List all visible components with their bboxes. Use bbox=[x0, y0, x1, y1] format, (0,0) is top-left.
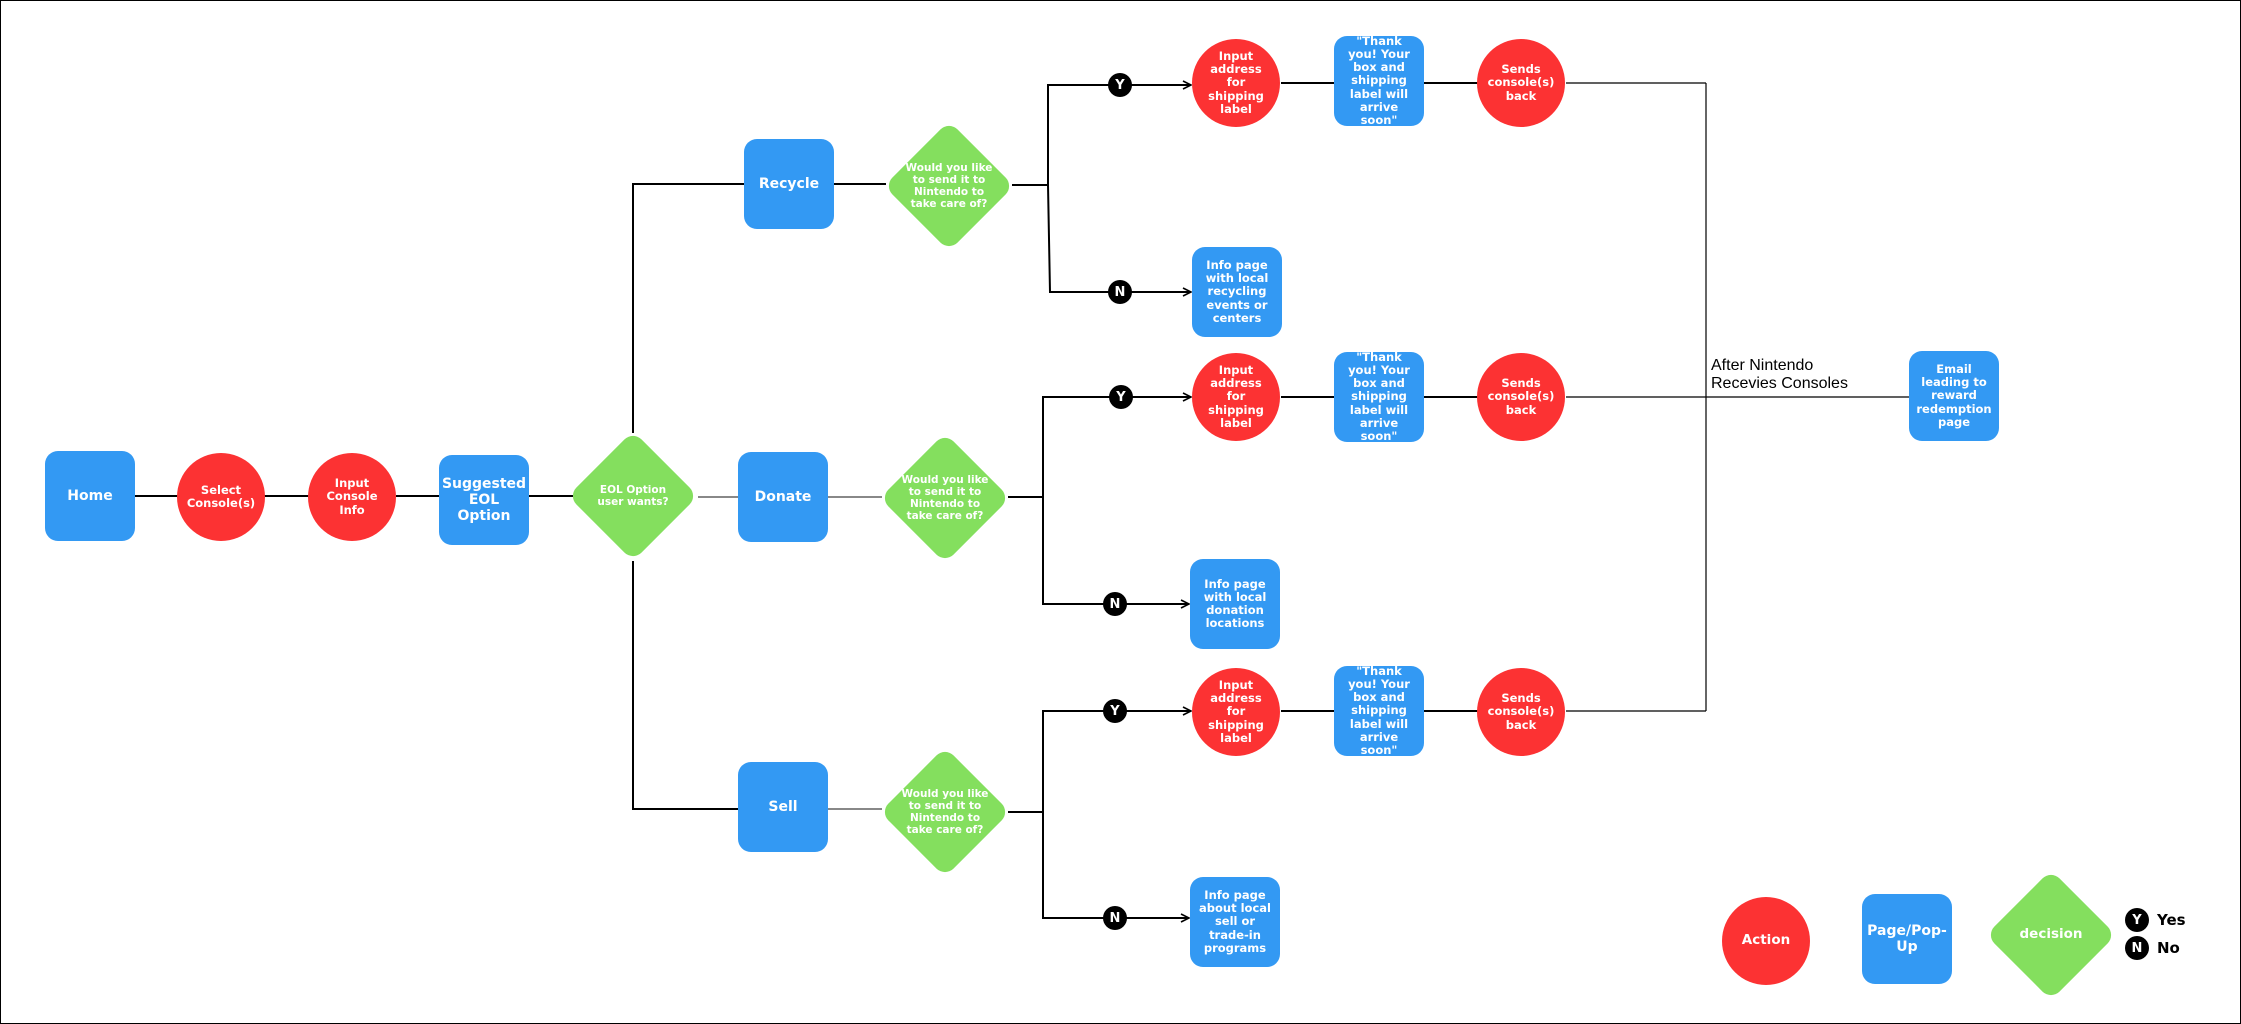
legend-yes-label: Yes bbox=[2157, 911, 2186, 929]
sell-sends-back-action: Sends console(s) back bbox=[1477, 668, 1565, 756]
info-page-label: Info page about local sell or trade-in p… bbox=[1199, 887, 1271, 955]
input-console-info-action: Input Console Info bbox=[308, 453, 396, 541]
input-console-info-label: Input Console Info bbox=[326, 476, 378, 517]
sell-input-address-action: Input address for shipping label bbox=[1192, 668, 1280, 756]
sell-page: Sell bbox=[738, 762, 828, 852]
eol-option-decision: EOL Option user wants? bbox=[567, 430, 699, 562]
sell-yes-badge: Y bbox=[1103, 699, 1127, 723]
sell-question-decision: Would you like to send it to Nintendo to… bbox=[879, 746, 1011, 878]
donate-question-decision: Would you like to send it to Nintendo to… bbox=[879, 432, 1011, 564]
legend-no-label: No bbox=[2157, 939, 2180, 957]
sell-no-badge: N bbox=[1103, 906, 1127, 930]
recycle-sends-back-action: Sends console(s) back bbox=[1477, 39, 1565, 127]
legend-decision: decision bbox=[1985, 869, 2117, 1001]
sends-back-label: Sends console(s) back bbox=[1487, 62, 1555, 103]
legend-yes-badge: Y bbox=[2125, 908, 2149, 932]
legend-action: Action bbox=[1722, 897, 1810, 985]
eol-option-question: EOL Option user wants? bbox=[597, 483, 669, 508]
recycle-input-address-action: Input address for shipping label bbox=[1192, 39, 1280, 127]
email-reward-page: Email leading to reward redemption page bbox=[1909, 351, 1999, 441]
sell-thank-you-popup: "Thank you! Your box and shipping label … bbox=[1334, 663, 1424, 758]
donate-info-page: Info page with local donation locations bbox=[1190, 559, 1280, 649]
donate-yes-badge: Y bbox=[1109, 385, 1133, 409]
donate-sends-back-action: Sends console(s) back bbox=[1477, 353, 1565, 441]
donate-thank-you-popup: "Thank you! Your box and shipping label … bbox=[1334, 349, 1424, 444]
recycle-label: Recycle bbox=[758, 175, 820, 192]
recycle-thank-you-popup: "Thank you! Your box and shipping label … bbox=[1334, 33, 1424, 128]
home-page: Home bbox=[45, 451, 135, 541]
recycle-yes-badge: Y bbox=[1108, 73, 1132, 97]
legend-page-label: Page/Pop-Up bbox=[1867, 922, 1947, 955]
legend-page: Page/Pop-Up bbox=[1862, 894, 1952, 984]
select-consoles-label: Select Console(s) bbox=[186, 482, 256, 510]
donate-label: Donate bbox=[754, 488, 812, 505]
email-label: Email leading to reward redemption page bbox=[1916, 361, 1992, 429]
recycle-question-decision: Would you like to send it to Nintendo to… bbox=[883, 120, 1015, 252]
home-label: Home bbox=[67, 487, 113, 504]
input-address-label: Input address for shipping label bbox=[1208, 48, 1264, 116]
sends-back-label: Sends console(s) back bbox=[1487, 376, 1555, 417]
input-address-label: Input address for shipping label bbox=[1208, 362, 1264, 430]
donate-input-address-action: Input address for shipping label bbox=[1192, 353, 1280, 441]
donate-no-badge: N bbox=[1103, 592, 1127, 616]
legend-no-badge: N bbox=[2125, 936, 2149, 960]
info-page-label: Info page with local donation locations bbox=[1203, 576, 1267, 631]
recycle-page: Recycle bbox=[744, 139, 834, 229]
legend-action-label: Action bbox=[1741, 932, 1791, 949]
input-address-label: Input address for shipping label bbox=[1208, 677, 1264, 745]
sell-info-page: Info page about local sell or trade-in p… bbox=[1190, 877, 1280, 967]
suggested-eol-label: Suggested EOL Option bbox=[441, 475, 527, 525]
thank-you-label: "Thank you! Your box and shipping label … bbox=[1348, 349, 1410, 444]
thank-you-label: "Thank you! Your box and shipping label … bbox=[1348, 33, 1410, 128]
info-page-label: Info page with local recycling events or… bbox=[1205, 257, 1269, 325]
donate-question: Would you like to send it to Nintendo to… bbox=[901, 473, 989, 523]
donate-page: Donate bbox=[738, 452, 828, 542]
recycle-question: Would you like to send it to Nintendo to… bbox=[905, 161, 993, 211]
recycle-info-page: Info page with local recycling events or… bbox=[1192, 247, 1282, 337]
after-nintendo-note: After Nintendo Recevies Consoles bbox=[1711, 357, 1848, 393]
select-consoles-action: Select Console(s) bbox=[177, 453, 265, 541]
sell-question: Would you like to send it to Nintendo to… bbox=[901, 787, 989, 837]
sell-label: Sell bbox=[768, 798, 798, 815]
thank-you-label: "Thank you! Your box and shipping label … bbox=[1348, 663, 1410, 758]
recycle-no-badge: N bbox=[1108, 280, 1132, 304]
suggested-eol-page: Suggested EOL Option bbox=[439, 455, 529, 545]
legend-decision-label: decision bbox=[2019, 926, 2083, 943]
sends-back-label: Sends console(s) back bbox=[1487, 691, 1555, 732]
